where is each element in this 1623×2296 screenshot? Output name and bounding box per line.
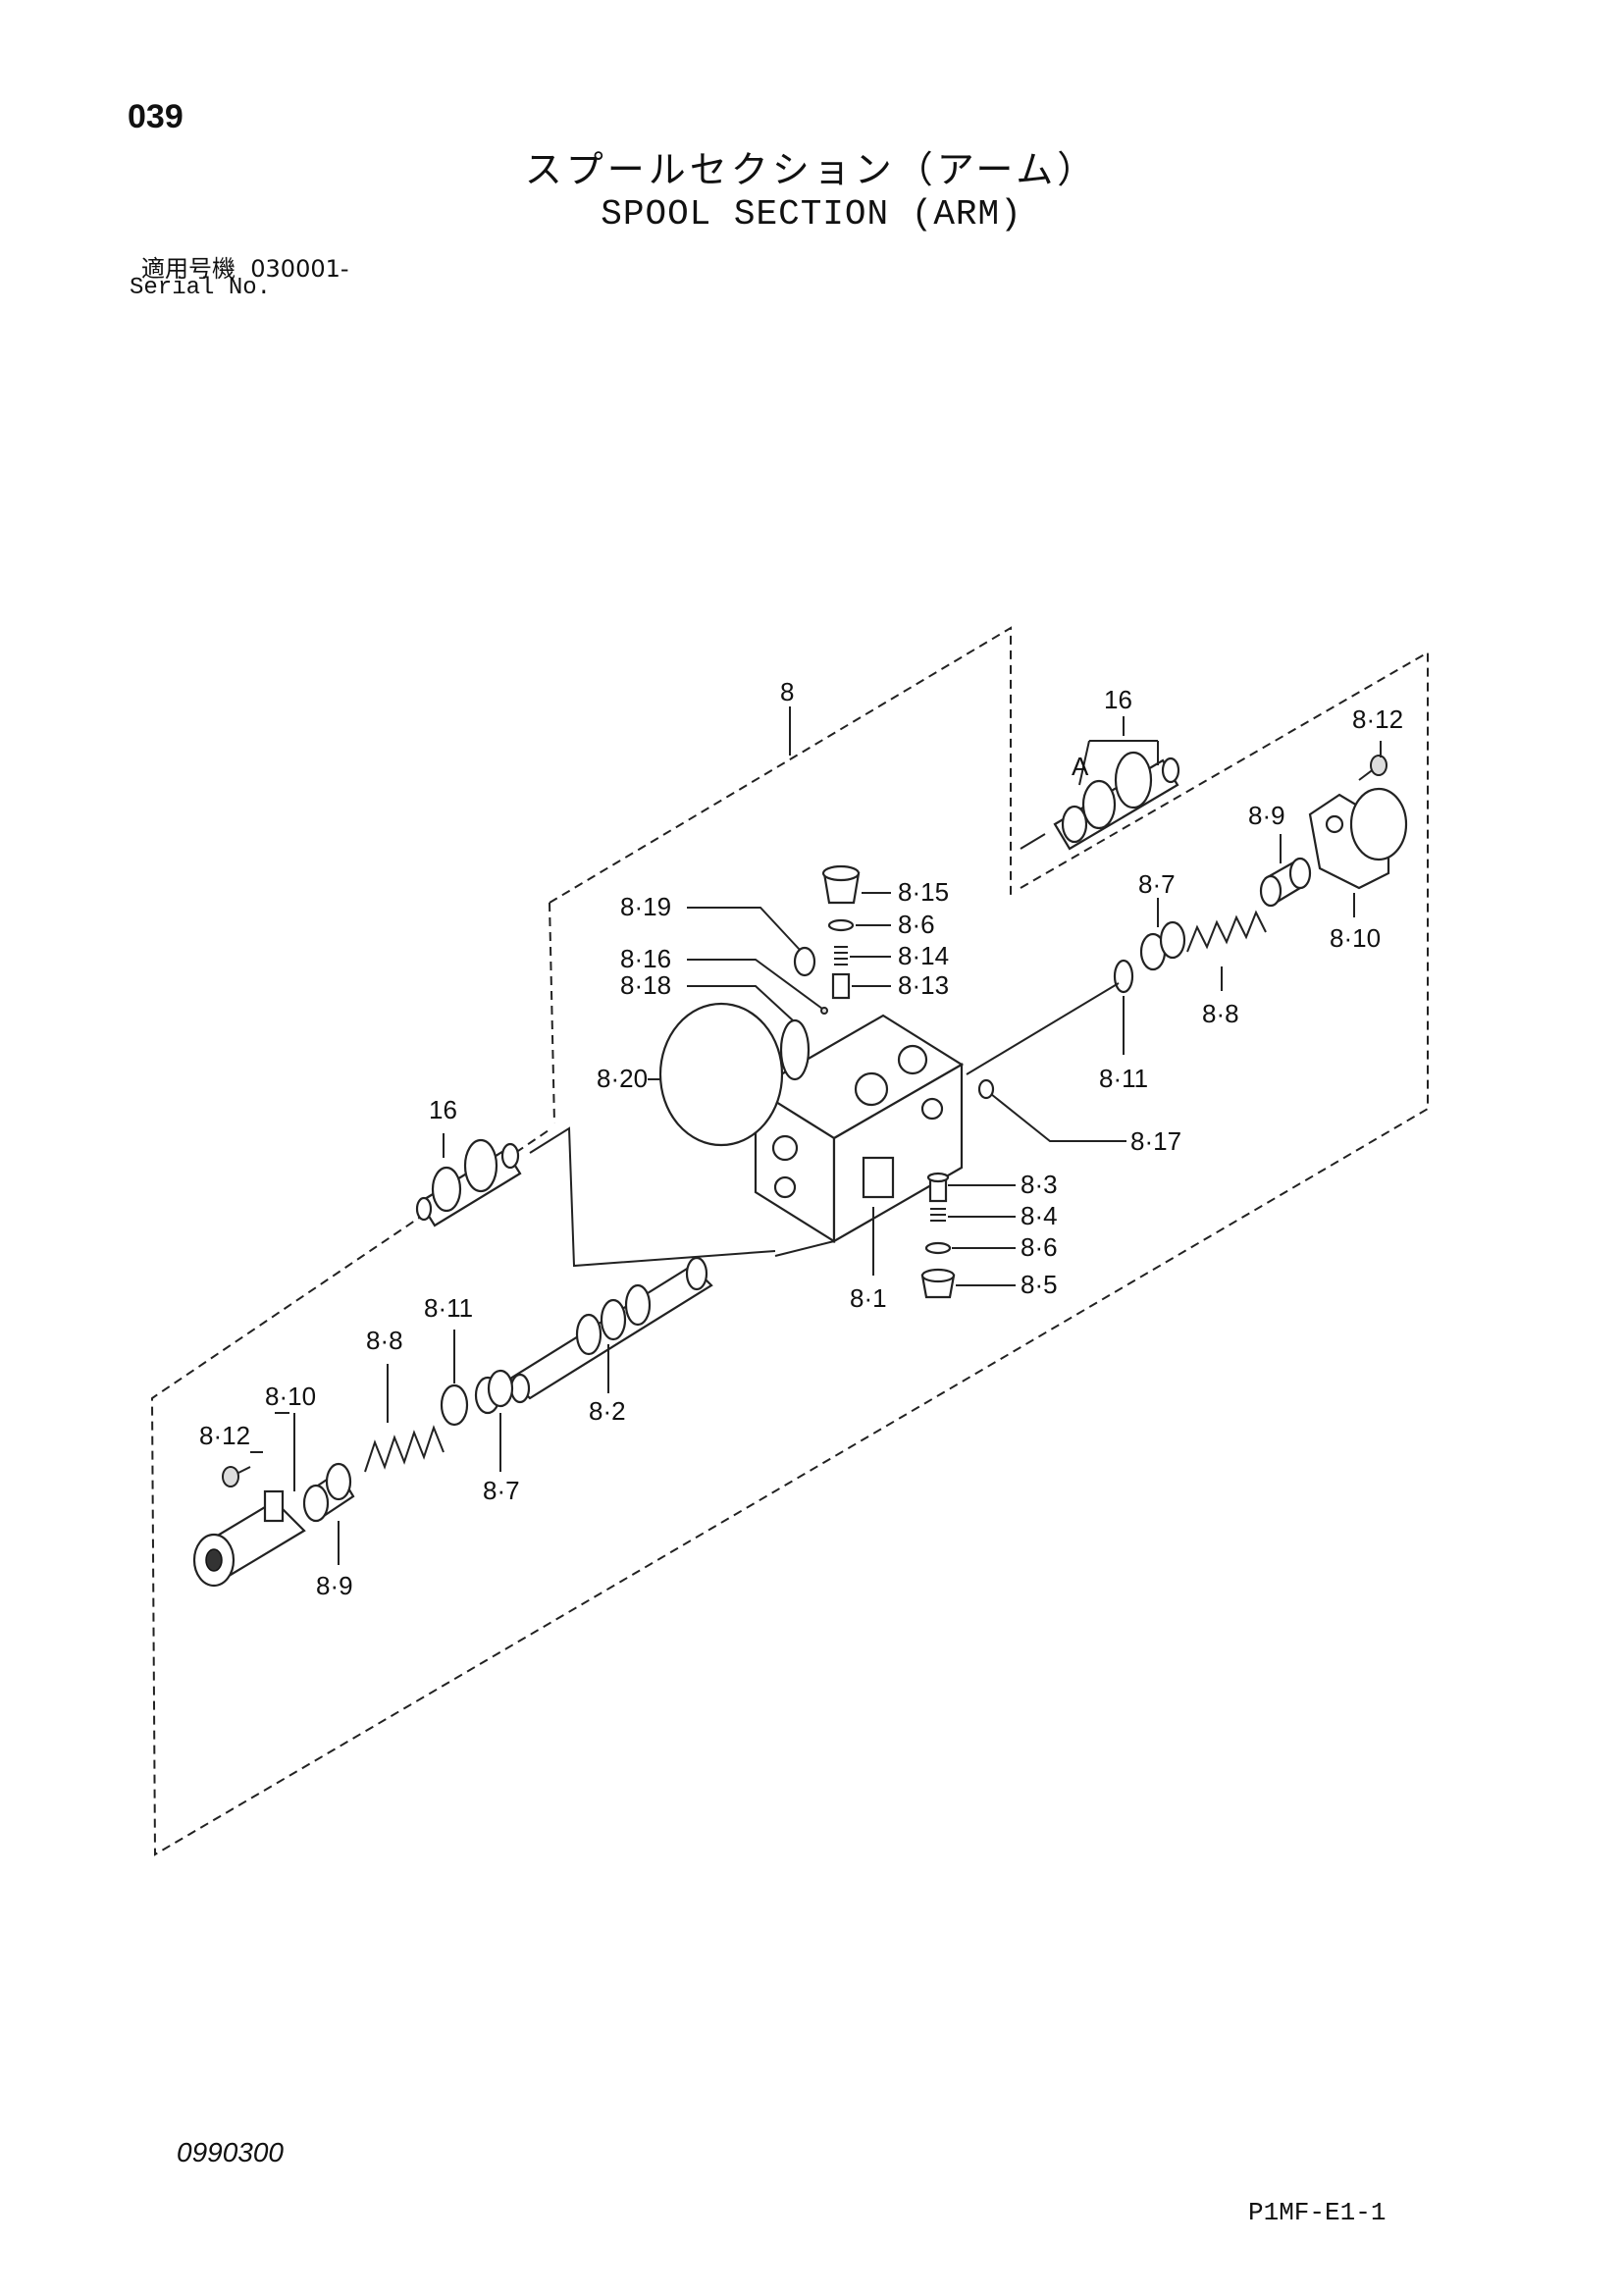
callout-8-17: 8·17	[1130, 1126, 1181, 1156]
o-ring-8-18	[779, 1018, 811, 1081]
spring-8-14	[834, 946, 848, 965]
serial-value: 030001-	[250, 255, 349, 283]
callout-8-18: 8·18	[620, 970, 671, 1000]
callout-8-13: 8·13	[898, 970, 949, 1000]
callout-8-1: 8·1	[850, 1283, 887, 1313]
callout-labels: 8 16 A 8·12 8·9 8·10 8·7 8·8 8·11 8·15 8…	[199, 677, 1403, 1600]
plug-8-5	[920, 1268, 956, 1299]
callout-8-16: 8·16	[620, 944, 671, 973]
spring-8-4	[930, 1208, 946, 1222]
o-ring-8-20	[658, 1002, 784, 1147]
spring-seat-8-9-bottom	[302, 1462, 355, 1523]
spool-8-2	[508, 1256, 713, 1404]
callout-8-8-bottom: 8·8	[366, 1326, 403, 1355]
cover-8-10-top	[1308, 787, 1408, 890]
ball-8-16	[820, 1007, 828, 1015]
leader-lines	[250, 706, 1382, 1565]
o-ring-8-11-bottom	[440, 1383, 469, 1427]
bolt-8-12-bottom	[222, 1466, 251, 1487]
callout-8-9-top: 8·9	[1248, 801, 1285, 830]
page-title-japanese: スプールセクション（アーム）	[524, 148, 1099, 191]
spring-seat-8-7-top	[1139, 920, 1186, 971]
spring-8-8-bottom	[364, 1425, 445, 1473]
callout-8-12-top: 8·12	[1352, 704, 1403, 734]
callout-8-8-top: 8·8	[1202, 999, 1239, 1028]
callout-8-11-top: 8·11	[1099, 1064, 1148, 1093]
cover-8-10-bottom	[192, 1489, 306, 1588]
callout-8-7-bottom: 8·7	[483, 1476, 520, 1505]
page-code: P1MF-E1-1	[1248, 2198, 1387, 2227]
callout-8-12-bottom: 8·12	[199, 1421, 250, 1450]
group-outline-main	[150, 651, 1429, 1856]
relief-valve-16-left	[415, 1126, 776, 1268]
callout-8-2: 8·2	[589, 1396, 626, 1426]
callout-8-6-top: 8·6	[898, 910, 935, 939]
document-code: 0990300	[177, 2137, 285, 2167]
serial-label-jp-text: 適用号機	[141, 255, 236, 283]
o-ring-8-6-bottom	[924, 1241, 952, 1255]
callout-8-4: 8·4	[1021, 1201, 1058, 1230]
callout-8-5: 8·5	[1021, 1270, 1058, 1299]
callout-8-11-bottom: 8·11	[424, 1293, 473, 1323]
spring-seat-8-7-bottom	[474, 1369, 514, 1415]
valve-body-8-1	[753, 1014, 965, 1257]
poppet-8-3	[926, 1172, 950, 1203]
relief-valve-16-top	[1020, 751, 1180, 851]
callout-8-9-bottom: 8·9	[316, 1571, 353, 1600]
callout-16-left: 16	[429, 1095, 457, 1124]
callout-8-20: 8·20	[597, 1064, 648, 1093]
callout-8-3: 8·3	[1021, 1170, 1058, 1199]
o-ring-8-6-top	[827, 918, 855, 932]
poppet-8-13	[831, 972, 851, 1000]
axis-line-right	[966, 982, 1120, 1075]
bolt-8-12-top	[1358, 755, 1387, 781]
callout-8-10-bottom: 8·10	[265, 1382, 316, 1411]
callout-8-14: 8·14	[898, 941, 949, 970]
callout-a: A	[1072, 752, 1089, 781]
callout-8: 8	[780, 677, 794, 706]
page-title-english: SPOOL SECTION (ARM)	[601, 194, 1022, 235]
callout-8-7-top: 8·7	[1138, 869, 1176, 899]
group-outline-8	[549, 626, 1012, 1124]
callout-8-19: 8·19	[620, 892, 671, 921]
o-ring-8-19	[793, 946, 816, 977]
callout-16-top: 16	[1104, 685, 1132, 714]
callout-8-10-top: 8·10	[1330, 923, 1381, 953]
serial-label-english: Serial No.	[130, 275, 272, 301]
serial-label-japanese: 適用号機 030001-	[141, 249, 349, 284]
page-number: 039	[128, 98, 183, 135]
o-ring-8-11-top	[1113, 959, 1134, 994]
callout-8-6-bottom: 8·6	[1021, 1232, 1058, 1262]
spring-8-8-top	[1186, 910, 1267, 953]
callout-8-15: 8·15	[898, 877, 949, 907]
plug-8-17	[977, 1078, 995, 1100]
spring-seat-8-9-top	[1259, 857, 1312, 908]
plug-8-15	[821, 864, 861, 905]
